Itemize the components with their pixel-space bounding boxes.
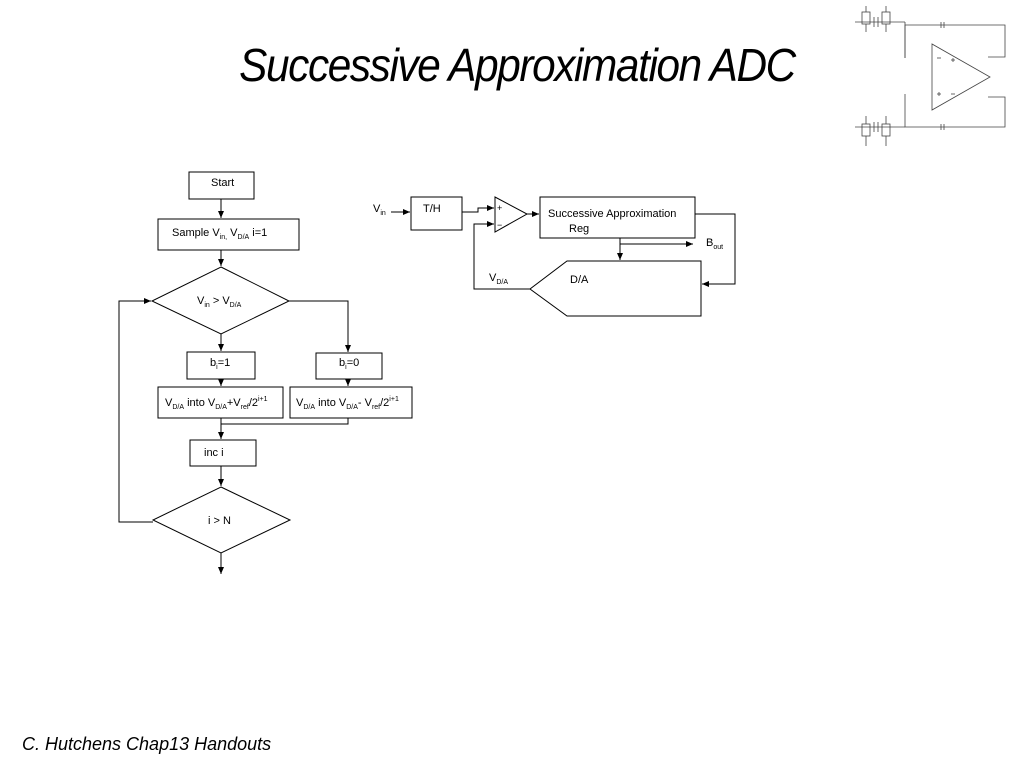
sample-box	[157, 218, 300, 251]
flowchart: Start Sample Vin, VD/A i=1 Vin > VD/A bi…	[118, 171, 413, 574]
sar-label-line2: Reg	[569, 223, 589, 235]
footer-credit: C. Hutchens Chap13 Handouts	[22, 734, 272, 754]
sar-box	[539, 196, 696, 239]
comparator	[494, 196, 529, 233]
bit-zero-label: bi=0	[339, 357, 359, 371]
increment-label: inc i	[204, 447, 224, 459]
update-plus-box	[157, 386, 284, 419]
start-label: Start	[211, 177, 234, 189]
increment-box	[189, 439, 257, 467]
slide-title: Successive Approximation ADC	[239, 39, 796, 91]
bit-one-box	[186, 351, 256, 380]
bit-zero-box	[315, 352, 383, 380]
track-hold-label: T/H	[423, 203, 441, 215]
decision-compare-label: Vin > VD/A	[197, 295, 242, 309]
comparator-minus: −	[497, 220, 502, 230]
vin-label: Vin	[373, 203, 386, 217]
update-minus-label: VD/A into VD/A- Vref/2i+1	[296, 396, 399, 411]
block-diagram: Vin T/H + − Successive Approximation Reg…	[373, 196, 736, 317]
bit-one-label: bi=1	[210, 357, 230, 371]
start-box	[188, 171, 255, 200]
opamp-circuit-icon	[855, 6, 1006, 146]
comparator-plus: +	[497, 203, 502, 213]
vda-label: VD/A	[489, 272, 508, 286]
dac-block	[529, 260, 702, 317]
decision-compare	[150, 266, 291, 335]
update-plus-label: VD/A into VD/A+Vref/2i+1	[165, 396, 268, 411]
dac-label: D/A	[570, 274, 589, 286]
bout-label: Bout	[706, 237, 723, 251]
decision-loop-label: i > N	[208, 515, 231, 527]
sample-label: Sample Vin, VD/A i=1	[172, 227, 267, 241]
sar-label-line1: Successive Approximation	[548, 208, 676, 220]
decision-loop	[151, 486, 292, 554]
update-minus-box	[289, 386, 413, 419]
track-hold-box	[410, 196, 463, 231]
